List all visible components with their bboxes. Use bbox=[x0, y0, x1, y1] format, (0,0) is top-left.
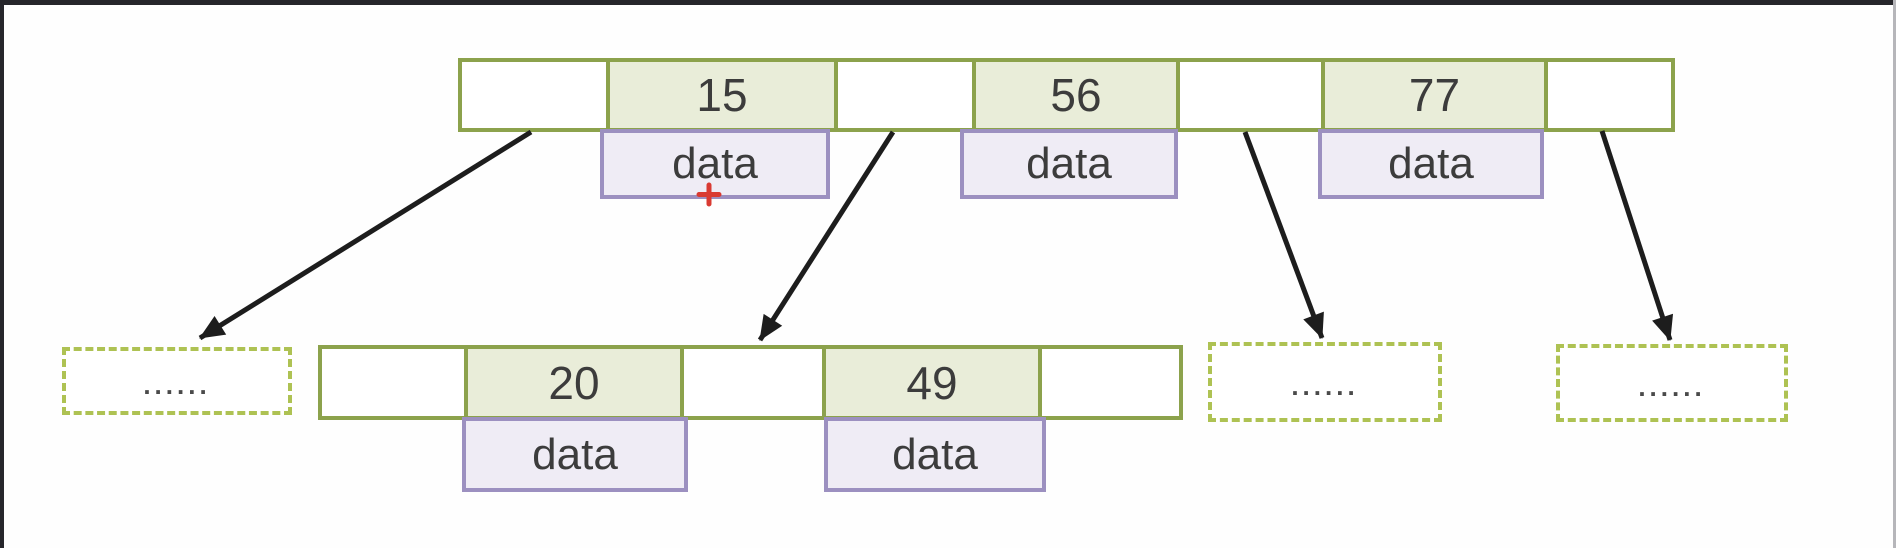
btree-root-node: 15 56 77 bbox=[458, 58, 1675, 132]
pointer-cell bbox=[680, 349, 822, 416]
pointer-cell bbox=[462, 62, 606, 128]
data-box: data bbox=[600, 129, 830, 199]
data-box: data bbox=[824, 417, 1046, 492]
child-pointer-arrow bbox=[1599, 130, 1674, 341]
pointer-cell bbox=[1544, 62, 1671, 128]
pointer-cell bbox=[1038, 349, 1179, 416]
window-left-edge bbox=[0, 0, 4, 548]
data-box: data bbox=[960, 129, 1178, 199]
data-box: data bbox=[462, 417, 688, 492]
pointer-cell bbox=[1176, 62, 1321, 128]
window-right-edge bbox=[1893, 0, 1896, 548]
data-box: data bbox=[1318, 129, 1544, 199]
pointer-cell bbox=[322, 349, 464, 416]
key-cell: 49 bbox=[822, 349, 1038, 416]
window-top-edge bbox=[0, 0, 1896, 5]
pointer-cell bbox=[834, 62, 972, 128]
key-cell: 77 bbox=[1321, 62, 1544, 128]
child-pointer-arrow bbox=[1242, 131, 1325, 339]
collapsed-subtree-box: ...... bbox=[1556, 344, 1788, 422]
key-cell: 56 bbox=[972, 62, 1176, 128]
btree-child-node: 20 49 bbox=[318, 345, 1183, 420]
child-pointer-arrow bbox=[198, 129, 533, 341]
collapsed-subtree-box: ...... bbox=[1208, 342, 1442, 422]
key-cell: 15 bbox=[606, 62, 834, 128]
collapsed-subtree-box: ...... bbox=[62, 347, 292, 415]
key-cell: 20 bbox=[464, 349, 680, 416]
